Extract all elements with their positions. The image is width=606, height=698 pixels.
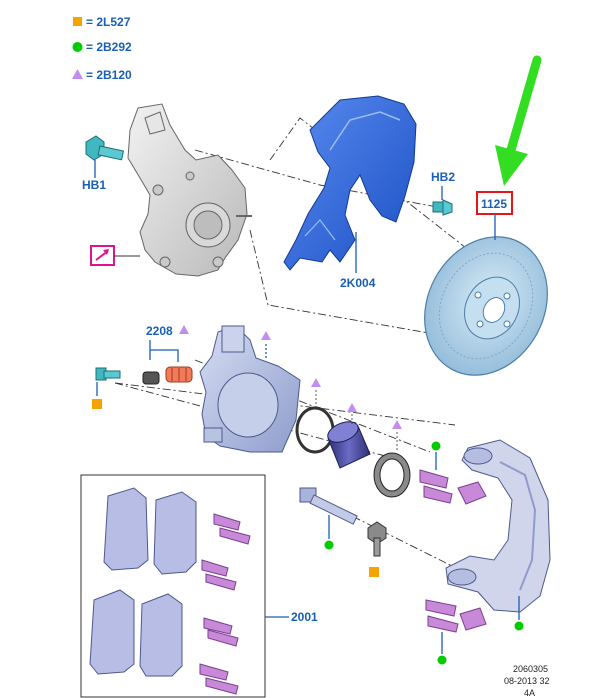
footer-code: 2060305 bbox=[513, 664, 548, 674]
caliper-housing bbox=[199, 325, 301, 453]
hb1-bolt bbox=[85, 135, 125, 161]
seal-triangle-icon bbox=[311, 378, 321, 387]
steering-knuckle bbox=[127, 103, 252, 277]
bracket-circle-marker-top bbox=[431, 441, 441, 451]
note-arrow-icon bbox=[90, 245, 140, 266]
callout-2001: 2001 bbox=[291, 610, 318, 624]
callout-hb1: HB1 bbox=[82, 178, 106, 192]
legend-circle-icon bbox=[72, 42, 83, 52]
legend: = 2L527 = 2B292 = 2B120 bbox=[72, 15, 132, 82]
bracket-circle-marker-bottom bbox=[437, 655, 447, 665]
callout-hb2: HB2 bbox=[431, 170, 455, 184]
legend-item-circle-text: = 2B292 bbox=[86, 40, 132, 54]
legend-square-icon bbox=[73, 17, 82, 26]
bleed-screw bbox=[367, 521, 387, 557]
dust-shield bbox=[283, 95, 417, 271]
callout-2208: 2208 bbox=[146, 324, 173, 338]
footer-page: 4A bbox=[524, 688, 535, 698]
piston-seal bbox=[295, 406, 335, 454]
caliper-bolt-top bbox=[95, 367, 121, 381]
hb2-bolt bbox=[432, 199, 453, 216]
bleed-screw-square-marker bbox=[369, 567, 379, 577]
callout-1125: 1125 bbox=[481, 197, 507, 211]
bolt-square-marker bbox=[92, 399, 102, 409]
piston-triangle-icon bbox=[347, 403, 357, 412]
piston-dust-boot bbox=[373, 452, 411, 498]
bracket-circle-marker-right bbox=[514, 621, 524, 631]
guide-pin-boot bbox=[142, 366, 193, 385]
guide-pin bbox=[299, 487, 358, 525]
caliper-bracket bbox=[445, 439, 551, 613]
abutment-clips-upper bbox=[419, 469, 487, 505]
brake-pad-set bbox=[89, 487, 197, 677]
brake-disc bbox=[424, 236, 548, 376]
legend-item-square-text: = 2L527 bbox=[86, 15, 131, 29]
pad-clip-set bbox=[199, 513, 251, 695]
footer-date: 08-2013 32 bbox=[504, 676, 550, 686]
legend-item-triangle-text: = 2B120 bbox=[86, 68, 132, 82]
legend-triangle-icon bbox=[72, 69, 83, 79]
callout-2k004: 2K004 bbox=[340, 276, 376, 290]
guide-pin-circle-marker bbox=[324, 540, 334, 550]
abutment-clips-lower bbox=[425, 599, 487, 633]
callout-2208-triangle-icon bbox=[179, 325, 189, 334]
green-pointer-arrow-icon bbox=[495, 55, 542, 186]
caliper-triangle-icon bbox=[261, 331, 271, 340]
caliper-piston bbox=[327, 421, 371, 469]
boot-triangle-icon bbox=[392, 420, 402, 429]
